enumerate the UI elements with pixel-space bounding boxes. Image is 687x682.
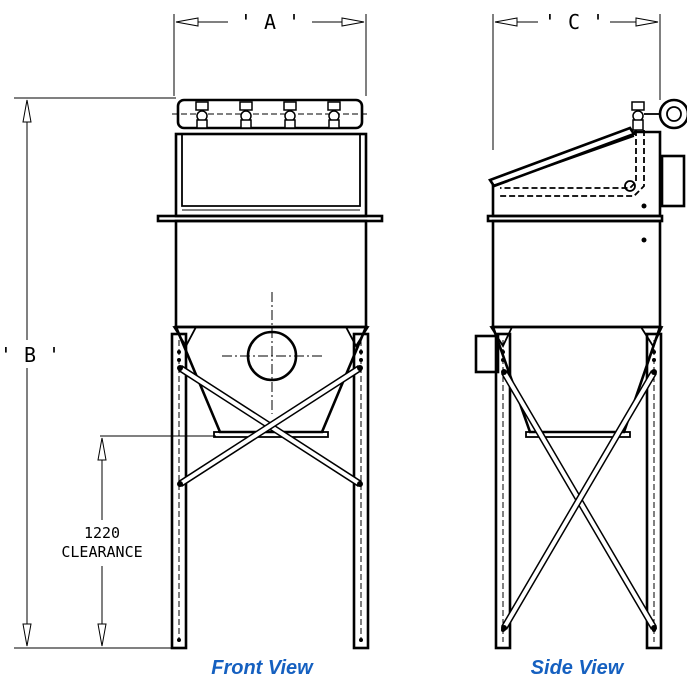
clearance-label: CLEARANCE [61, 543, 142, 561]
front-header-pipe [172, 98, 368, 130]
side-view [474, 98, 687, 650]
front-cross-bracing [177, 365, 363, 487]
front-body [174, 219, 368, 329]
side-lid [488, 126, 636, 188]
valve-icon [631, 101, 645, 131]
clearance-value: 1220 [84, 524, 120, 542]
dimension-b-label: ' B ' [0, 343, 60, 367]
side-header-pipe [631, 98, 687, 131]
dimension-c-label: ' C ' [544, 10, 604, 34]
side-hopper [489, 325, 664, 438]
dimension-a-label: ' A ' [240, 10, 300, 34]
front-legs [170, 332, 370, 650]
dimension-b: ' B ' [0, 97, 176, 649]
side-view-caption: Side View [531, 657, 625, 679]
side-control-box [474, 334, 500, 374]
front-hopper [172, 325, 370, 438]
front-view [156, 98, 384, 650]
side-blowpipe [500, 130, 645, 197]
front-view-caption: Front View [211, 657, 314, 679]
front-inlet [222, 292, 322, 414]
valve-icon [195, 101, 209, 129]
dimension-clearance: 1220 CLEARANCE [61, 435, 216, 647]
side-plenum [491, 130, 662, 218]
side-cross-bracing [500, 369, 658, 631]
side-body [491, 203, 662, 329]
valve-icon [239, 101, 253, 129]
valve-icon [283, 101, 297, 129]
valve-icon [327, 101, 341, 129]
side-legs [494, 332, 663, 650]
front-plenum [174, 132, 368, 218]
side-access-door [660, 154, 686, 208]
dimension-c: ' C ' [492, 10, 661, 150]
dimension-a: ' A ' [173, 10, 367, 96]
